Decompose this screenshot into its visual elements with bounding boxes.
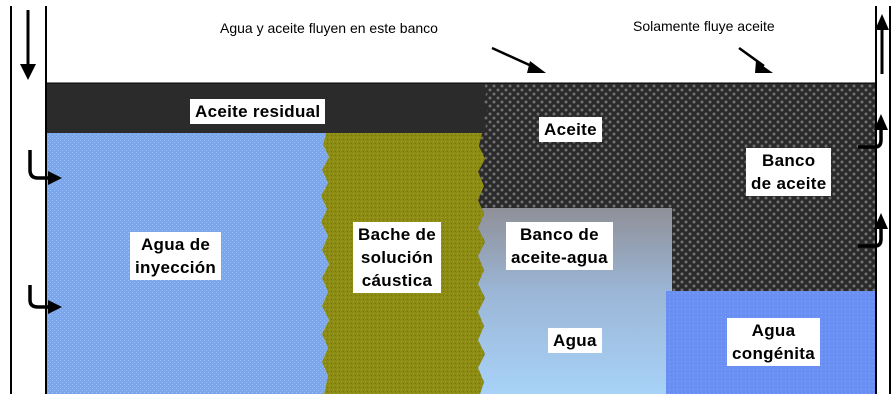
injection-arrow-icon: [28, 150, 62, 185]
production-arrow-icon: [858, 114, 888, 149]
up-arrow-icon: [875, 14, 889, 74]
annotation-pointer-icon: [738, 46, 773, 73]
annotation-both-flow: Agua y aceite fluyen en este banco: [220, 20, 438, 36]
caustic-slug-label-line: cáustica: [361, 271, 433, 290]
annotation-oil-flow: Solamente fluye aceite: [633, 18, 775, 34]
water-label: Agua: [548, 328, 602, 353]
production-arrow-icon: [858, 213, 888, 248]
annotation-pointer-icon: [491, 46, 546, 73]
connate-water-label: Agua congénita: [727, 318, 820, 366]
injection-water-label-line: inyección: [135, 258, 217, 277]
caustic-slug-label-line: Bache de: [358, 225, 436, 244]
injection-arrow-icon: [28, 285, 62, 314]
oil-bank-label-line: Banco: [762, 151, 816, 170]
oil-label: Aceite: [539, 117, 602, 142]
connate-water-label-line: Agua: [751, 321, 796, 340]
injection-water-label: Agua de inyección: [130, 232, 222, 280]
residual-oil-label: Aceite residual: [190, 99, 326, 124]
oil-water-bank-label: Banco de aceite-agua: [506, 222, 613, 270]
oil-water-bank-label-line: Banco de: [519, 225, 599, 244]
injection-water-label-line: Agua de: [140, 235, 211, 254]
oil-bank-label: Banco de aceite: [746, 148, 832, 196]
down-arrow-icon: [20, 10, 36, 80]
caustic-slug-label-line: solución: [360, 248, 434, 267]
connate-water-label-line: congénita: [732, 344, 815, 363]
oil-bank-label-line: de aceite: [751, 174, 827, 193]
caustic-slug-label: Bache de solución cáustica: [353, 222, 441, 293]
oil-water-bank-label-line: aceite-agua: [511, 248, 608, 267]
